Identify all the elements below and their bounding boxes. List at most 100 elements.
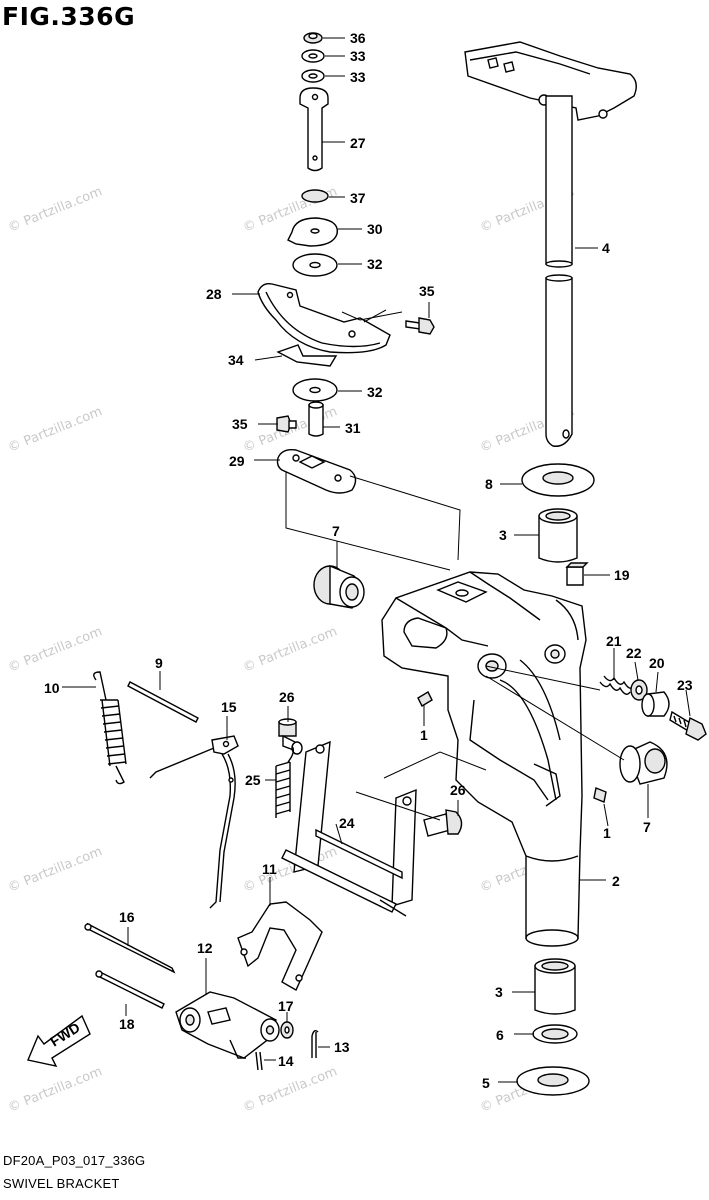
callout-label: 21: [606, 633, 622, 649]
figure-title: FIG.336G: [2, 2, 136, 31]
knob-20: [641, 691, 670, 717]
callout-label: 32: [367, 256, 383, 272]
pad-19: [565, 562, 589, 586]
pin-16: [84, 922, 176, 974]
callout-label: 19: [614, 567, 630, 583]
fwd-arrow: FWD: [27, 1014, 91, 1067]
drawing-code: DF20A_P03_017_336G: [3, 1153, 146, 1168]
callout-label: 35: [232, 416, 248, 432]
plate-29: [276, 448, 357, 494]
callout-label: 15: [221, 699, 237, 715]
steering-bracket-4: [464, 41, 637, 121]
callout-label: 2: [612, 873, 620, 889]
washer-8: [521, 463, 595, 497]
callout-label: 12: [197, 940, 213, 956]
callout-label: 10: [44, 680, 60, 696]
plate-34: [276, 344, 338, 367]
callout-label: 4: [602, 240, 610, 256]
pin-13: [311, 1029, 319, 1058]
callout-label: 36: [350, 30, 366, 46]
steering-tube-4: [545, 95, 573, 447]
callout-label: 37: [350, 190, 366, 206]
bolt-23: [669, 710, 707, 741]
plate-30: [287, 217, 339, 247]
callout-label: 28: [206, 286, 222, 302]
rod-9: [127, 681, 199, 723]
watermark: © Partzilla.com: [6, 404, 105, 455]
callout-label: 35: [419, 283, 435, 299]
callout-label: 1: [603, 825, 611, 841]
nut-36: [303, 32, 323, 44]
bushing-3-lower: [534, 958, 576, 1015]
callout-label: 27: [350, 135, 366, 151]
leader-lines: [62, 37, 691, 1083]
bolt-35b: [276, 415, 297, 433]
callout-label: 32: [367, 384, 383, 400]
callout-label: 9: [155, 655, 163, 671]
callout-label: 14: [278, 1053, 294, 1069]
washer-32a: [292, 253, 338, 277]
pin-31: [308, 401, 324, 437]
bushing-3-upper: [538, 508, 578, 563]
washer-32b: [292, 378, 338, 402]
callout-label: 22: [626, 645, 642, 661]
callout-label: 29: [229, 453, 245, 469]
spring-25: [275, 745, 295, 818]
washer-5: [516, 1066, 590, 1096]
bolt-26b: [423, 809, 463, 837]
watermark: © Partzilla.com: [6, 184, 105, 235]
callout-label: 31: [345, 420, 361, 436]
watermark: © Partzilla.com: [6, 624, 105, 675]
callout-label: 3: [499, 527, 507, 543]
bushing-7-right: [619, 741, 668, 785]
watermark: © Partzilla.com: [241, 404, 340, 455]
watermark: © Partzilla.com: [241, 1064, 340, 1115]
callout-label: 7: [643, 819, 651, 835]
watermark: © Partzilla.com: [241, 624, 340, 675]
washer-17: [280, 1021, 294, 1039]
figure-caption: SWIVEL BRACKET: [3, 1176, 120, 1191]
callout-label: 7: [332, 523, 340, 539]
pin-14: [255, 1051, 263, 1071]
washer-33b: [301, 69, 325, 83]
callout-label: 26: [450, 782, 466, 798]
grease-nipple-1b: [593, 787, 607, 803]
bolt-26a: [278, 718, 303, 755]
callout-label: 25: [245, 772, 261, 788]
callout-label: 24: [339, 815, 355, 831]
callout-label: 20: [649, 655, 665, 671]
callout-label: 8: [485, 476, 493, 492]
callout-label: 33: [350, 48, 366, 64]
callout-label: 13: [334, 1039, 350, 1055]
callout-label: 5: [482, 1075, 490, 1091]
grease-nipple-1a: [417, 691, 433, 707]
spring-10: [93, 671, 127, 785]
callout-label: 23: [677, 677, 693, 693]
link-24: [281, 740, 417, 917]
callout-label: 11: [262, 861, 277, 877]
handle-28: [257, 282, 391, 354]
watermark: © Partzilla.com: [6, 1064, 105, 1115]
callouts: 36 33 33 27 37 30 32 28 35 34 32 35 31 2…: [44, 30, 693, 1091]
callout-label: 6: [496, 1027, 504, 1043]
washer-22: [630, 679, 648, 701]
washer-37: [301, 189, 329, 203]
pin-27: [299, 87, 329, 172]
washer-6: [532, 1024, 578, 1044]
swivel-bracket-2: [381, 571, 587, 947]
callout-label: 18: [119, 1016, 135, 1032]
callout-label: 34: [228, 352, 244, 368]
pin-18: [95, 970, 165, 1009]
watermark: © Partzilla.com: [6, 844, 105, 895]
callout-label: 3: [495, 984, 503, 1000]
bushing-7-left: [313, 564, 365, 609]
callout-label: 17: [278, 998, 294, 1014]
bracket-11: [237, 901, 323, 991]
link-15: [149, 735, 239, 909]
callout-label: 16: [119, 909, 135, 925]
callout-label: 30: [367, 221, 383, 237]
callout-label: 1: [420, 727, 428, 743]
spring-21: [599, 675, 635, 695]
washer-33a: [301, 49, 325, 63]
